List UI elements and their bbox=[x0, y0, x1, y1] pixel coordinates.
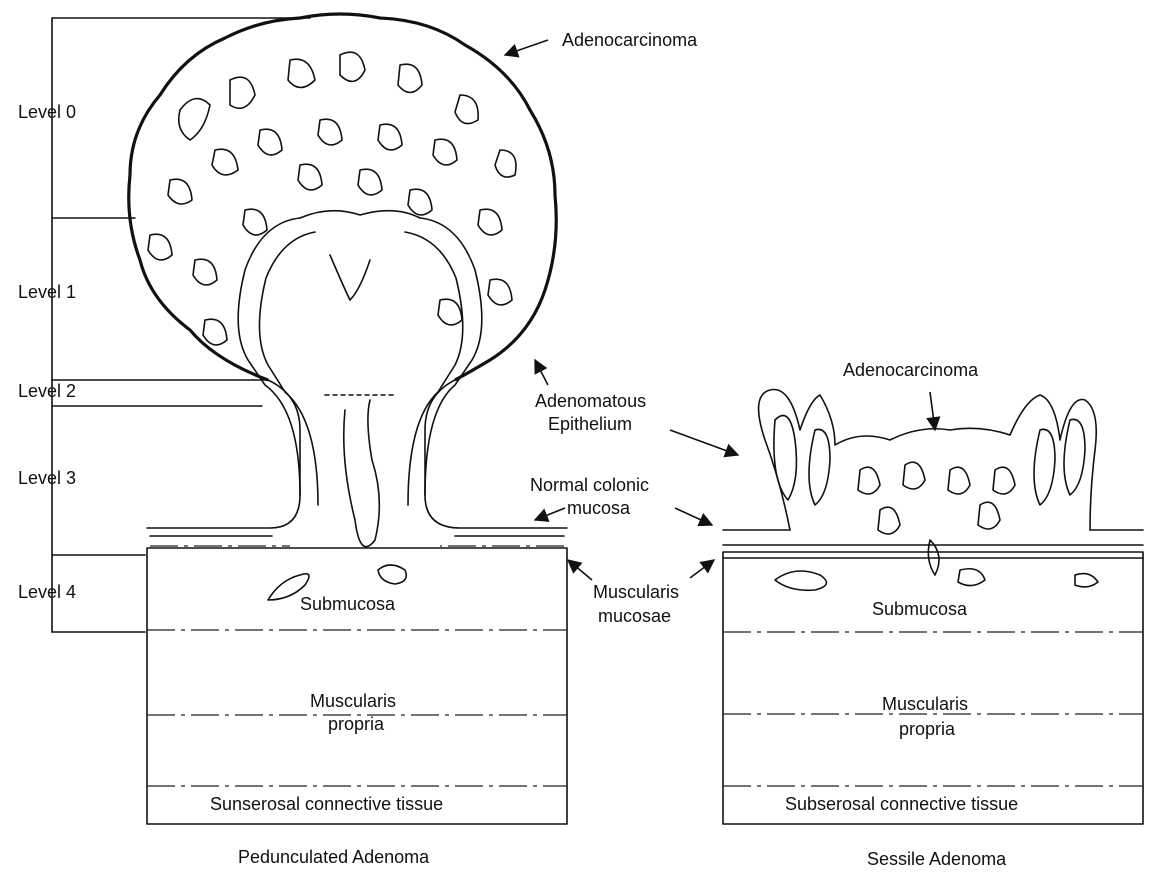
arrow-epithelium-sessile bbox=[669, 429, 740, 458]
level-1-label: Level 1 bbox=[18, 282, 76, 302]
normal-mucosa-label-line2: mucosa bbox=[567, 498, 631, 518]
serosal-label-pedunculated: Sunserosal connective tissue bbox=[210, 794, 443, 814]
arrow-muscularis-mucosae-left bbox=[566, 559, 593, 581]
submucosa-label-pedunculated: Submucosa bbox=[300, 594, 396, 614]
sessile-caption: Sessile Adenoma bbox=[867, 849, 1007, 869]
submucosa-label-sessile: Submucosa bbox=[872, 599, 968, 619]
level-labels: Level 0 Level 1 Level 2 Level 3 Level 4 bbox=[18, 102, 76, 602]
muscularis-propria-label-line2-sessile: propria bbox=[899, 719, 956, 739]
serosal-label-sessile: Subserosal connective tissue bbox=[785, 794, 1018, 814]
muscularis-propria-label-line1-pedunculated: Muscularis bbox=[310, 691, 396, 711]
adenomatous-epithelium-label-line1: Adenomatous bbox=[535, 391, 646, 411]
adenomatous-epithelium-label-line2: Epithelium bbox=[548, 414, 632, 434]
level-bracket bbox=[51, 17, 311, 633]
arrow-adenocarcinoma-sessile bbox=[926, 391, 941, 432]
level-2-label: Level 2 bbox=[18, 381, 76, 401]
pedunculated-labels: Adenocarcinoma Adenomatous Epithelium No… bbox=[210, 30, 698, 867]
arrow-adenocarcinoma-pedunculated bbox=[503, 39, 549, 58]
pedunculated-adenoma-drawing bbox=[127, 12, 568, 825]
arrow-muscularis-mucosae-right bbox=[689, 559, 716, 579]
level-0-label: Level 0 bbox=[18, 102, 76, 122]
muscularis-mucosae-label-line2: mucosae bbox=[598, 606, 671, 626]
adenocarcinoma-label-sessile: Adenocarcinoma bbox=[843, 360, 979, 380]
arrow-normal-mucosa-right bbox=[674, 507, 714, 527]
muscularis-mucosae-label-line1: Muscularis bbox=[593, 582, 679, 602]
muscularis-propria-label-line2-pedunculated: propria bbox=[328, 714, 385, 734]
muscularis-propria-label-line1-sessile: Muscularis bbox=[882, 694, 968, 714]
annotation-arrows bbox=[503, 39, 941, 581]
arrow-normal-mucosa-left bbox=[533, 507, 566, 522]
pedunculated-caption: Pedunculated Adenoma bbox=[238, 847, 430, 867]
sessile-adenoma-drawing bbox=[722, 388, 1144, 825]
sessile-labels: Adenocarcinoma Submucosa Muscularis prop… bbox=[785, 360, 1018, 869]
level-4-label: Level 4 bbox=[18, 582, 76, 602]
level-3-label: Level 3 bbox=[18, 468, 76, 488]
normal-mucosa-label-line1: Normal colonic bbox=[530, 475, 649, 495]
adenocarcinoma-label-pedunculated: Adenocarcinoma bbox=[562, 30, 698, 50]
arrow-epithelium-up bbox=[534, 358, 549, 386]
